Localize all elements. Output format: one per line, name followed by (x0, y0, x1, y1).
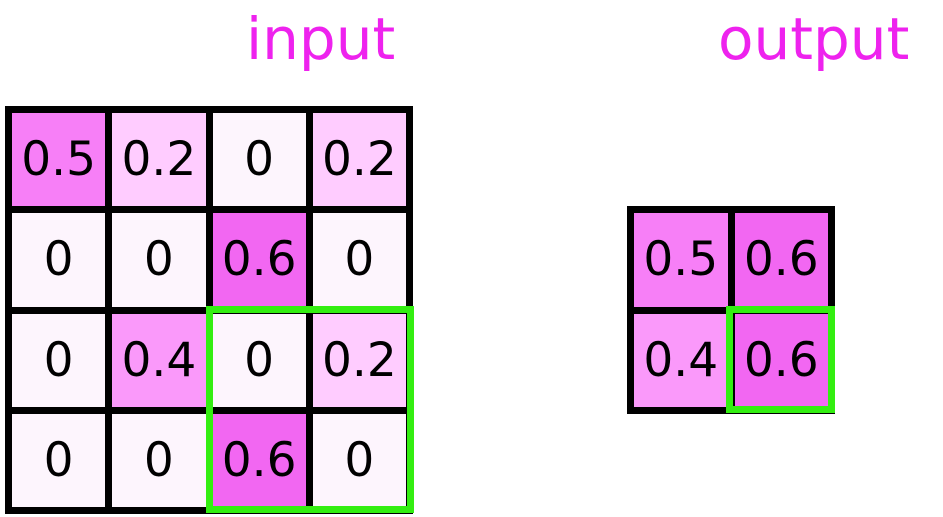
input-cell-r2-c3: 0.2 (312, 313, 406, 407)
input-cell-r1-c0: 0 (12, 213, 106, 307)
input-title: input (246, 5, 396, 73)
output-title: output (718, 5, 910, 73)
input-cell-r0-c0: 0.5 (12, 113, 106, 207)
input-cell-r0-c2: 0 (212, 113, 306, 207)
input-cell-r3-c3: 0 (312, 413, 406, 507)
output-cell-r1-c0: 0.4 (634, 313, 728, 407)
output-cell-r0-c1: 0.6 (734, 213, 828, 307)
input-cell-r3-c1: 0 (112, 413, 206, 507)
output-cell-r0-c0: 0.5 (634, 213, 728, 307)
input-cell-r2-c2: 0 (212, 313, 306, 407)
input-cell-r0-c3: 0.2 (312, 113, 406, 207)
input-cell-r1-c3: 0 (312, 213, 406, 307)
input-cell-r2-c0: 0 (12, 313, 106, 407)
input-cell-r1-c1: 0 (112, 213, 206, 307)
input-cell-r3-c2: 0.6 (212, 413, 306, 507)
input-cell-r2-c1: 0.4 (112, 313, 206, 407)
output-cell-r1-c1: 0.6 (734, 313, 828, 407)
input-cell-r1-c2: 0.6 (212, 213, 306, 307)
input-cell-r3-c0: 0 (12, 413, 106, 507)
input-cell-r0-c1: 0.2 (112, 113, 206, 207)
